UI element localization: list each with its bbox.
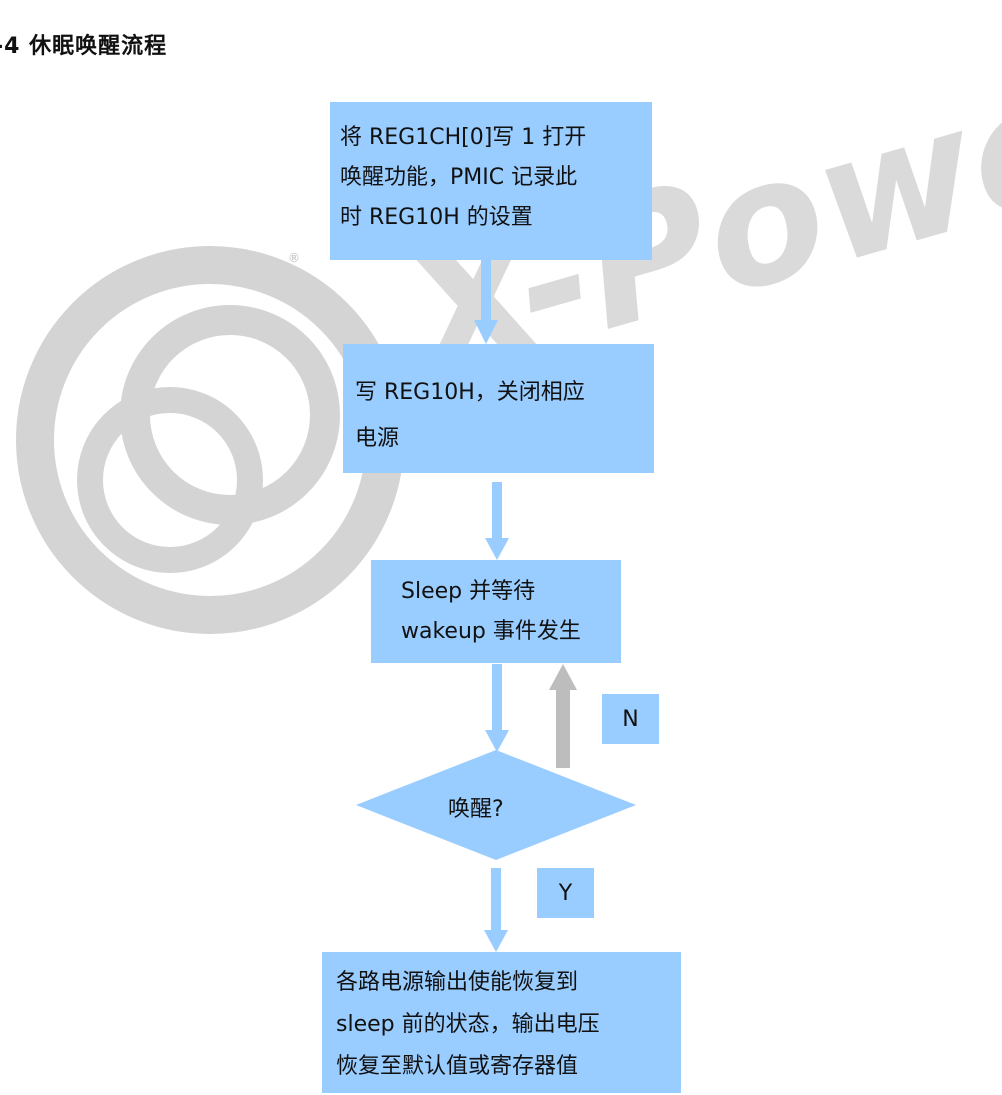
step2-line1: 写 REG10H，关闭相应 [355, 380, 585, 405]
arrow-step3-to-decision [485, 664, 509, 752]
step4-line1: 各路电源输出使能恢复到 [336, 970, 579, 995]
label-yes: Y [537, 868, 594, 918]
decision-wakeup-diamond [356, 750, 636, 860]
step4-line3: 恢复至默认值或寄存器值 [336, 1054, 579, 1079]
flow-step-sleep-wait: Sleep 并等待 wakeup 事件发生 [371, 560, 621, 663]
decision-text: 唤醒? [448, 797, 504, 822]
step3-line1: Sleep 并等待 [401, 579, 536, 604]
flow-step-restore-outputs: 各路电源输出使能恢复到 sleep 前的状态，输出电压 恢复至默认值或寄存器值 [322, 952, 681, 1093]
arrow-no-loop-back [549, 664, 577, 768]
label-no: N [602, 694, 659, 744]
watermark-logo-icon [16, 246, 404, 634]
arrow-yes-to-step4 [484, 868, 508, 952]
section-heading: -4 休眠唤醒流程 [0, 34, 168, 59]
arrow-step1-to-step2 [474, 260, 498, 344]
flow-step-enable-wakeup: 将 REG1CH[0]写 1 打开 唤醒功能，PMIC 记录此 时 REG10H… [330, 102, 652, 260]
step1-line2: 唤醒功能，PMIC 记录此 [340, 165, 578, 190]
step1-line1: 将 REG1CH[0]写 1 打开 [340, 125, 587, 150]
arrow-step2-to-step3 [485, 482, 509, 560]
step2-line2: 电源 [355, 426, 400, 451]
step4-line2: sleep 前的状态，输出电压 [336, 1012, 600, 1037]
step3-line2: wakeup 事件发生 [401, 619, 581, 644]
watermark-registered-mark: ® [288, 251, 300, 265]
flow-step-close-power: 写 REG10H，关闭相应 电源 [343, 344, 654, 473]
step1-line3: 时 REG10H 的设置 [340, 205, 533, 230]
